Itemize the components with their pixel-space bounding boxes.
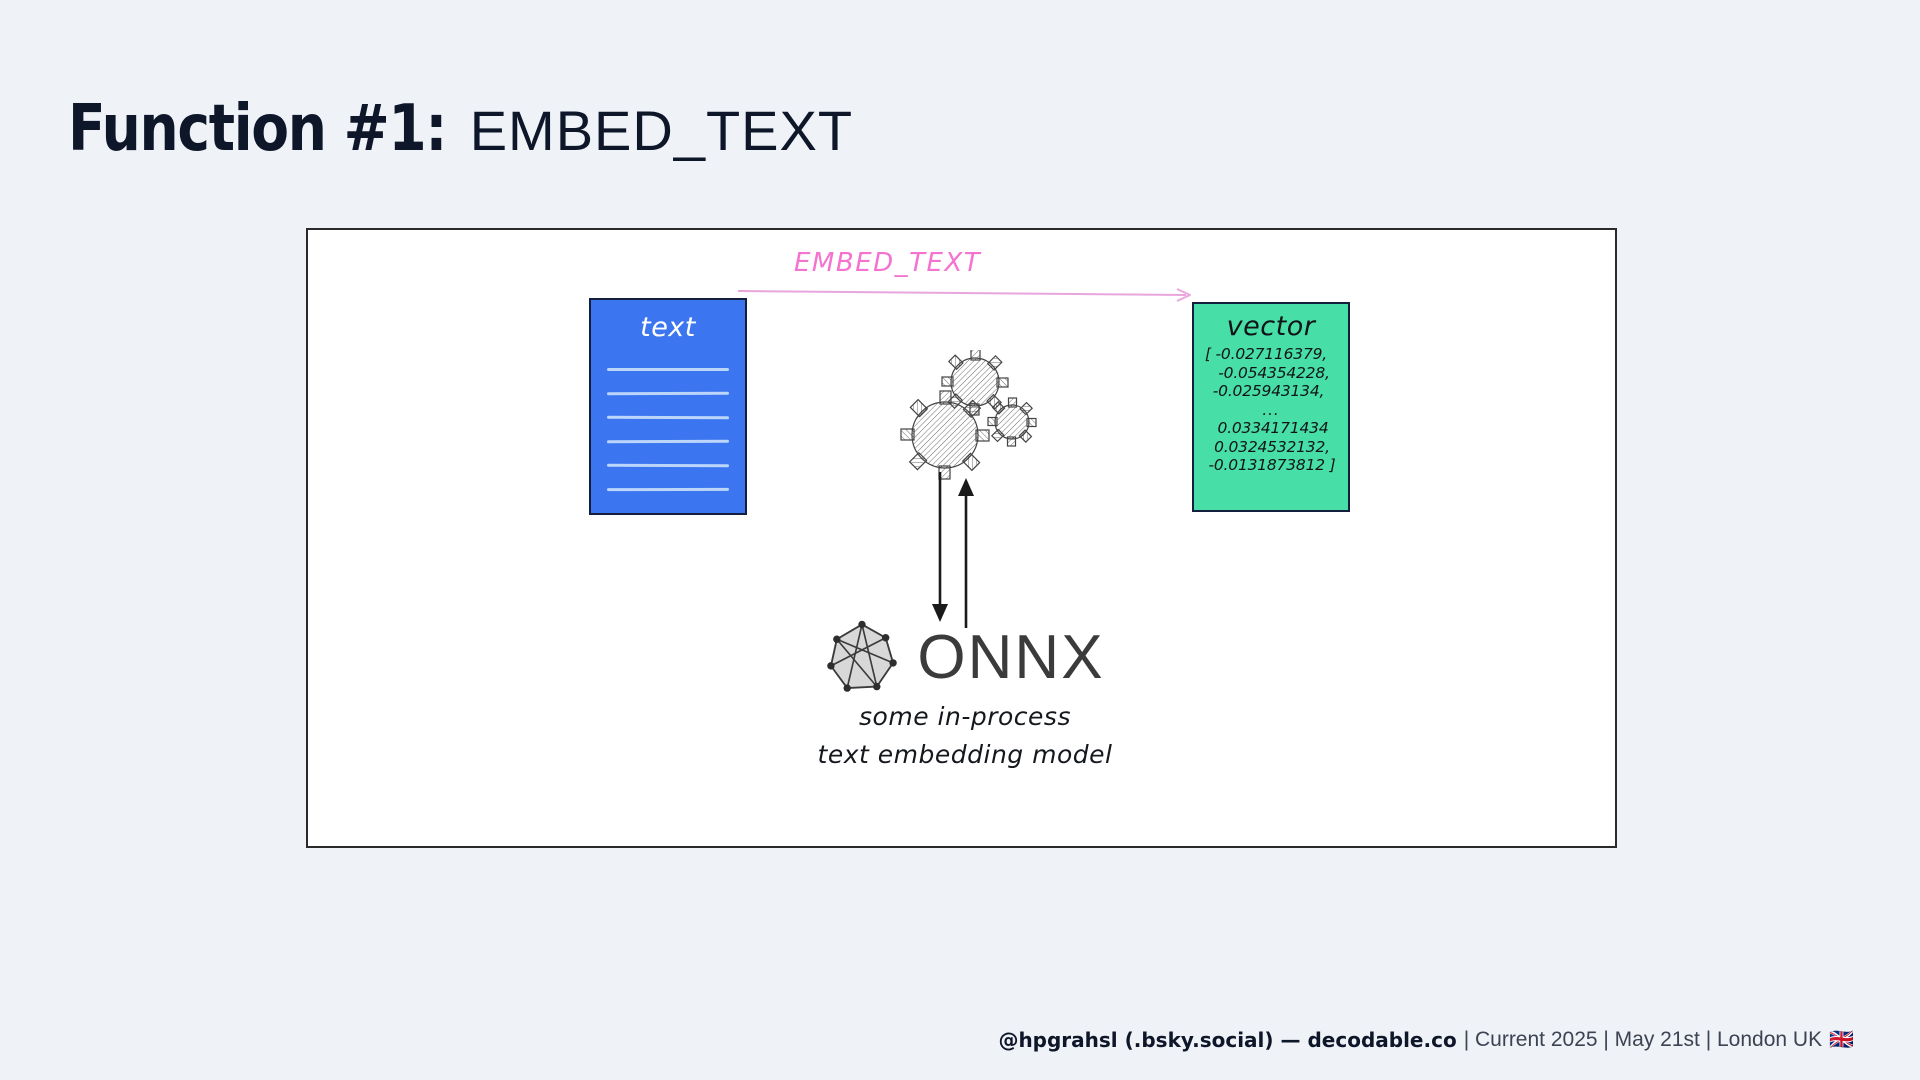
engine-caption: some in-process text embedding model bbox=[620, 698, 1310, 774]
onnx-wordmark: ONNX bbox=[917, 622, 1105, 692]
vector-value: [ -0.027116379, bbox=[1204, 345, 1328, 363]
embed-text-edge-label: EMBED_TEXT bbox=[794, 248, 982, 278]
footer-meta: | Current 2025 | May 21st | London UK bbox=[1463, 1028, 1823, 1051]
uk-flag-icon: 🇬🇧 bbox=[1829, 1029, 1854, 1051]
page-title-function-name: EMBED_TEXT bbox=[469, 99, 854, 162]
vector-value: 0.0324532132, bbox=[1214, 437, 1330, 456]
diagram-frame: text EMBED_TEXT bbox=[306, 228, 1617, 848]
doc-line bbox=[607, 368, 729, 371]
vector-output-values: [ -0.027116379, -0.054354228, -0.0259431… bbox=[1194, 345, 1348, 475]
doc-line bbox=[606, 439, 730, 444]
engine-caption-line-1: some in-process bbox=[859, 702, 1071, 731]
diagram-canvas: text EMBED_TEXT bbox=[308, 230, 1615, 846]
page-title-strong: Function #1: bbox=[68, 92, 447, 166]
vector-output-box: vector [ -0.027116379, -0.054354228, -0.… bbox=[1192, 302, 1350, 512]
page-title: Function #1: EMBED_TEXT bbox=[68, 92, 853, 166]
doc-line bbox=[606, 415, 730, 420]
onnx-logo-icon bbox=[827, 620, 898, 692]
doc-line bbox=[606, 391, 730, 396]
vector-value: 0.0334171434 bbox=[1217, 419, 1329, 437]
text-input-box-lines bbox=[606, 368, 730, 512]
embed-text-arrow-icon bbox=[738, 288, 1191, 302]
text-input-box-label: text bbox=[640, 312, 696, 343]
doc-line bbox=[606, 487, 730, 492]
slide-footer: @hpgrahsl (.bsky.social) — decodable.co … bbox=[998, 1028, 1854, 1052]
engine-caption-line-2: text embedding model bbox=[817, 740, 1113, 769]
doc-line bbox=[606, 463, 730, 468]
text-input-box: text bbox=[589, 298, 747, 515]
vector-value-ellipsis: ... bbox=[1262, 400, 1280, 419]
vector-value: -0.0131873812 ] bbox=[1208, 456, 1336, 474]
footer-handle: @hpgrahsl (.bsky.social) — decodable.co bbox=[998, 1028, 1457, 1052]
gears-icon bbox=[900, 350, 1037, 480]
vector-value: -0.054354228, bbox=[1218, 363, 1330, 382]
bidirectional-flow-arrows-icon bbox=[932, 472, 974, 628]
vector-value: -0.025943134, bbox=[1212, 382, 1325, 400]
vector-output-box-label: vector bbox=[1226, 311, 1316, 342]
onnx-branding: ONNX bbox=[680, 620, 1250, 694]
